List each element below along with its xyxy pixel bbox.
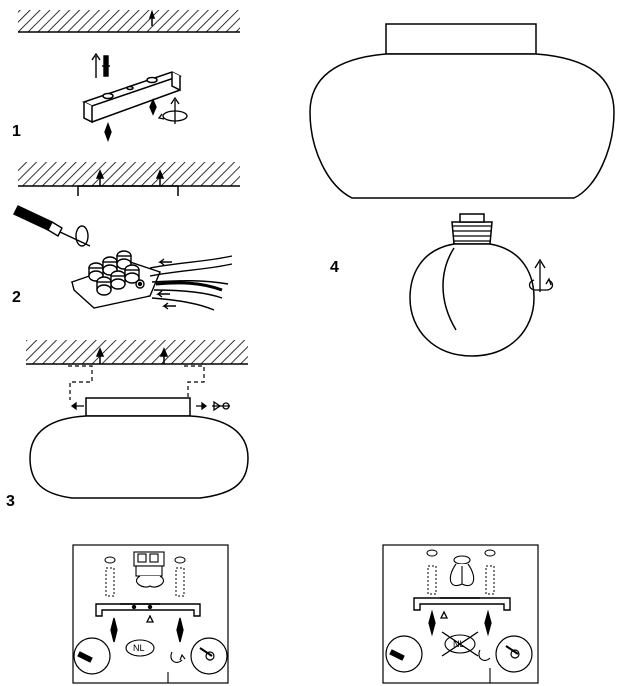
wiring-diagram-2: NL bbox=[382, 544, 539, 684]
light-bulb bbox=[409, 213, 535, 357]
canopy-4 bbox=[385, 23, 537, 55]
side-screws-icon bbox=[70, 400, 230, 412]
step-number-3: 3 bbox=[6, 493, 15, 510]
ceiling-hatch-2 bbox=[18, 162, 240, 186]
bracket-outline bbox=[68, 365, 205, 400]
nl-label-1: NL bbox=[133, 643, 145, 653]
nl-oval-1 bbox=[125, 639, 155, 657]
mounting-bracket bbox=[82, 71, 182, 124]
wires bbox=[149, 255, 233, 311]
step-number-2: 2 bbox=[12, 289, 21, 306]
ceiling-hatch-1 bbox=[18, 10, 240, 32]
rotate-arrow-icon bbox=[157, 96, 188, 124]
wiring-diagram-1: NL bbox=[72, 544, 229, 684]
screws-icon bbox=[104, 98, 157, 142]
canopy bbox=[85, 397, 191, 417]
wall-plug-icon bbox=[91, 52, 110, 78]
cross-out-icon bbox=[441, 631, 479, 657]
terminal-block bbox=[70, 250, 161, 309]
lamp-shade-3 bbox=[29, 415, 249, 499]
step-number-1: 1 bbox=[12, 123, 21, 140]
step-2-wiring: 2 bbox=[12, 162, 240, 311]
step-number-4: 4 bbox=[330, 259, 339, 276]
lamp-shade-4 bbox=[309, 53, 615, 199]
step-4-insert-bulb: 4 bbox=[309, 23, 615, 357]
step-3-attach-shade: 3 bbox=[6, 340, 249, 510]
bracket-on-ceiling bbox=[77, 169, 179, 196]
screwdriver-icon bbox=[13, 205, 91, 247]
nl-label-2: NL bbox=[453, 639, 465, 649]
step-1-mount-bracket: 1 bbox=[12, 9, 240, 142]
screw-in-arrow-icon bbox=[528, 258, 554, 292]
ceiling-hatch-3 bbox=[26, 340, 248, 364]
